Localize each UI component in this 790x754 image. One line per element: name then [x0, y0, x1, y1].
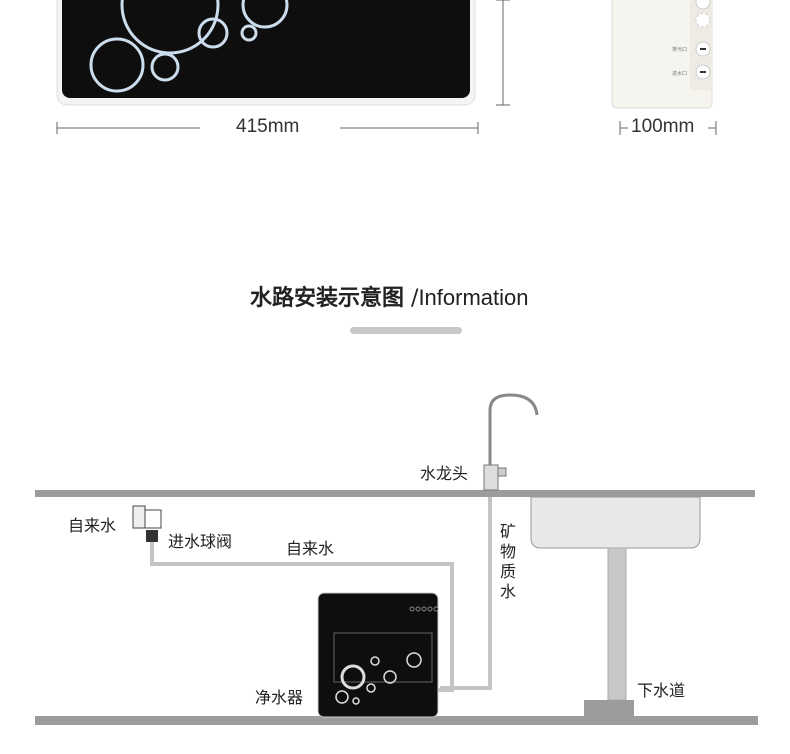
depth-dimension-label: 100mm	[631, 116, 695, 137]
depth-dimension-line	[619, 121, 717, 135]
tap-water-pipe-label: 自来水	[286, 539, 335, 558]
floor	[35, 716, 758, 725]
mineral-water-char: 矿	[500, 522, 517, 541]
mineral-water-char: 水	[500, 582, 517, 601]
drain-label: 下水道	[637, 681, 686, 700]
faucet-base	[483, 464, 499, 491]
faucet-label: 水龙头	[420, 464, 469, 483]
title-underline	[350, 327, 462, 334]
purifier-label: 净水器	[255, 688, 304, 707]
countertop	[35, 490, 755, 497]
faucet	[488, 393, 539, 480]
drain	[584, 700, 634, 718]
purifier-unit	[317, 592, 439, 718]
mineral-water-char: 质	[500, 562, 517, 581]
purifier-front-image	[56, 0, 476, 106]
inlet-port-label: 进水口	[672, 71, 688, 77]
mineral-water-char: 物	[500, 542, 517, 561]
title-separator: /	[411, 286, 419, 311]
title-en: Information	[418, 285, 529, 310]
sink	[530, 496, 701, 549]
ball-valve	[132, 505, 162, 542]
drain-port-label: 排污口	[672, 47, 688, 53]
drain-pipe	[607, 547, 627, 701]
tap-water-label: 自来水	[68, 516, 117, 535]
section-title: 水路安装示意图 /Information	[250, 280, 529, 312]
purifier-side-image	[611, 0, 713, 109]
mineral-water-label: 矿 物 质 水	[500, 522, 518, 602]
title-cn: 水路安装示意图	[250, 286, 405, 311]
ball-valve-label: 进水球阀	[168, 532, 233, 551]
width-dimension-label: 415mm	[236, 116, 300, 137]
width-dimension-line	[56, 122, 479, 134]
